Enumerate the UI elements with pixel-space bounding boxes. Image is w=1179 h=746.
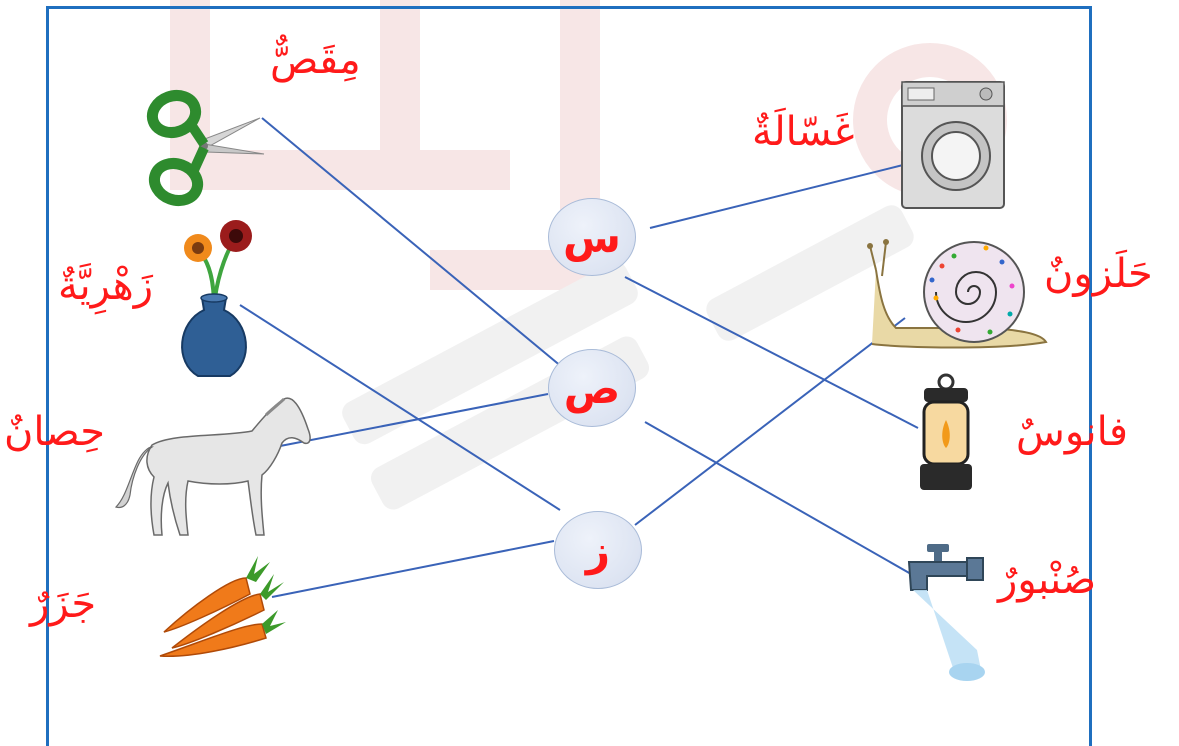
exercise-frame xyxy=(46,6,1092,746)
flower-vase-icon xyxy=(181,220,252,377)
letter-sad-circle[interactable]: ص xyxy=(548,349,636,427)
line-carrots-zay xyxy=(271,540,555,598)
line-seen-washer xyxy=(649,164,904,229)
carrots-icon xyxy=(159,556,286,658)
word-washer: غَسّالَةٌ xyxy=(752,109,855,155)
word-vase: زَهْرِيَّةٌ xyxy=(58,263,154,309)
letter-sad: ص xyxy=(563,363,621,413)
word-snail: حَلَزونٌ xyxy=(1044,251,1153,297)
word-lantern: فانوسٌ xyxy=(1016,409,1128,455)
line-seen-lantern xyxy=(624,276,919,429)
letter-seen-circle[interactable]: س xyxy=(548,198,636,276)
washing-machine-icon xyxy=(901,81,1005,209)
line-zay-snail xyxy=(634,317,906,526)
snail-icon xyxy=(867,239,1048,349)
horse-icon xyxy=(114,397,311,536)
letter-zay: ز xyxy=(585,525,611,575)
lantern-icon xyxy=(920,373,972,490)
letter-seen: س xyxy=(563,212,621,262)
water-tap-icon xyxy=(907,544,985,681)
scissors-icon xyxy=(146,89,265,207)
letter-zay-circle[interactable]: ز xyxy=(554,511,642,589)
line-vase-zay xyxy=(239,304,561,511)
word-scissors: مِقَصٌّ xyxy=(270,37,361,83)
line-scissors-sad xyxy=(261,117,569,373)
word-tap: صُنْبورٌ xyxy=(998,557,1097,603)
line-horse-sad xyxy=(274,393,549,448)
word-horse: حِصانٌ xyxy=(4,409,105,455)
line-sad-tap xyxy=(644,421,919,579)
word-carrots: جَزَرٌ xyxy=(30,581,97,627)
